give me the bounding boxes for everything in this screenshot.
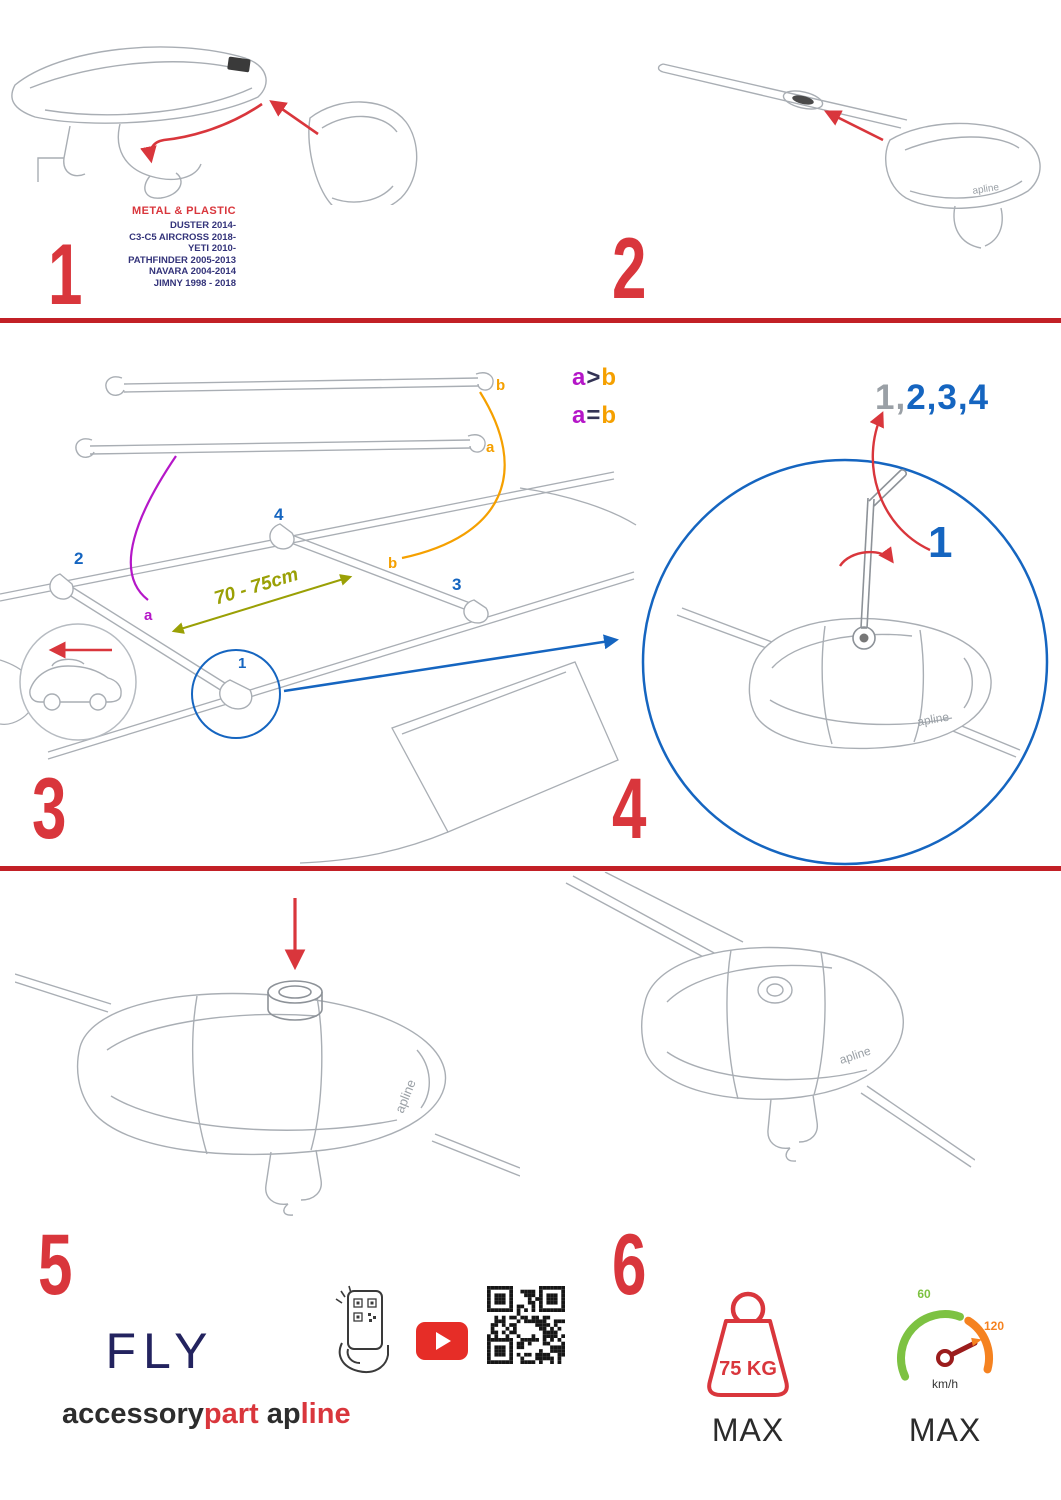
foot-pad-lineart xyxy=(748,617,992,749)
knob xyxy=(267,980,323,1021)
step5-knob-press-drawing: apline xyxy=(15,898,520,1216)
tighten-sequence: 1,2,3,4 xyxy=(875,378,989,418)
model-item: YETI 2010- xyxy=(187,243,236,254)
step5-number: 5 xyxy=(38,1217,72,1313)
bar-label-a: a xyxy=(486,439,495,456)
material-label: METAL & PLASTIC xyxy=(132,205,236,217)
speed-max-label: MAX xyxy=(908,1412,982,1448)
red-assembly-arrows xyxy=(140,100,319,164)
rail-lineart xyxy=(565,872,975,1168)
speed-gauge-icon: 60 120 km/h xyxy=(897,1287,1004,1391)
rail-lineart xyxy=(676,607,1021,758)
car-direction-inset xyxy=(19,623,137,741)
crossbar-b-lineart xyxy=(105,372,494,396)
step6-mounted-foot-drawing: apline xyxy=(565,872,975,1168)
model-item: C3-C5 AIRCROSS 2018- xyxy=(129,231,236,243)
brand-accessory: accessory xyxy=(62,1398,204,1430)
red-rotate-arrow xyxy=(838,546,894,567)
speed-unit-label: km/h xyxy=(932,1377,958,1391)
foot-pad-lineart xyxy=(76,992,447,1216)
youtube-icon xyxy=(416,1322,468,1360)
car-roof-lineart xyxy=(0,471,637,864)
roof-label-a: a xyxy=(144,607,153,624)
blue-zoom-arrow xyxy=(283,634,619,693)
speed-min-label: 60 xyxy=(917,1287,931,1301)
red-callout-arrow xyxy=(869,411,931,552)
step1-foot-clamp-drawing xyxy=(11,46,418,205)
model-item: DUSTER 2014- xyxy=(170,220,236,231)
model-item: JIMNY 1998 - 2018 xyxy=(153,277,236,289)
step3-roof-layout-drawing: b a 70 - 75cm 2 4 xyxy=(0,372,637,864)
weight-max-label: MAX xyxy=(711,1412,785,1448)
step4-number: 4 xyxy=(612,761,646,857)
roof-label-4: 4 xyxy=(274,505,284,524)
purple-guide-curve xyxy=(129,455,177,601)
callout-number-1: 1 xyxy=(928,518,953,567)
speed-high-label: 120 xyxy=(984,1319,1004,1333)
section-divider xyxy=(0,866,1061,871)
apline-logo-text: apline xyxy=(916,710,950,729)
orange-guide-curve xyxy=(401,391,506,560)
distance-arrow xyxy=(171,574,353,634)
phone-scan-icon xyxy=(335,1285,389,1373)
roof-label-3: 3 xyxy=(452,575,461,594)
bar-label-b: b xyxy=(496,377,505,394)
model-item: NAVARA 2004-2014 xyxy=(149,266,236,277)
brand-part: part xyxy=(203,1398,259,1430)
sequence-blue: 2,3,4 xyxy=(906,378,990,417)
distance-label: 70 - 75cm xyxy=(212,564,301,609)
weight-limit-icon: 75 KG xyxy=(707,1291,789,1397)
logo-plate xyxy=(227,56,251,73)
step6-number: 6 xyxy=(612,1217,646,1313)
rail-lineart xyxy=(15,973,520,1177)
bar-formulas: a>b a=b xyxy=(572,364,617,440)
step3-number: 3 xyxy=(32,761,66,857)
crossbar-lineart xyxy=(657,63,908,129)
step1-compatibility-text: METAL & PLASTIC DUSTER 2014- C3-C5 AIRCR… xyxy=(40,205,236,289)
weight-value: 75 KG xyxy=(719,1358,777,1380)
mounted-crossbar-rear xyxy=(269,523,489,624)
red-insert-arrow xyxy=(823,110,884,142)
roof-label-1: 1 xyxy=(238,655,246,672)
bar-slot xyxy=(792,95,814,105)
roof-label-b: b xyxy=(388,555,397,572)
apline-logo-text: apline xyxy=(972,182,1001,197)
brand-logos: accessorypart apline xyxy=(62,1398,351,1431)
product-name: FLY xyxy=(105,1323,215,1379)
foot-highlight-circle xyxy=(191,649,281,739)
step4-tighten-drawing: apline xyxy=(641,411,1049,866)
bolt-head xyxy=(859,633,869,643)
roof-label-2: 2 xyxy=(74,549,83,568)
foot-lineart xyxy=(885,122,1041,249)
step2-bar-insert-drawing: apline xyxy=(657,63,1041,249)
cover-piece-lineart xyxy=(308,101,418,205)
brand-ap: ap xyxy=(266,1398,301,1430)
sequence-grey: 1, xyxy=(875,378,907,417)
model-item: PATHFINDER 2005-2013 xyxy=(128,254,236,266)
foot-body-lineart xyxy=(11,46,267,199)
step2-number: 2 xyxy=(612,221,646,317)
foot-pad-lineart xyxy=(641,946,904,1162)
formula-a-eq-b: a=b xyxy=(572,402,618,429)
step1-number: 1 xyxy=(48,227,82,323)
qr-code xyxy=(487,1286,565,1369)
section-divider xyxy=(0,318,1061,323)
crossbar-a-lineart xyxy=(75,434,486,458)
brand-line: line xyxy=(300,1398,351,1430)
allen-key xyxy=(860,469,907,629)
mounted-crossbar-front xyxy=(49,573,253,710)
formula-a-gt-b: a>b xyxy=(572,364,618,391)
